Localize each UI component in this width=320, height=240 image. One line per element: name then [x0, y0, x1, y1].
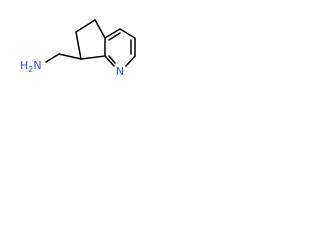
double-bond-c7a-n1 [108, 55, 116, 64]
bond-c6-c5 [75, 19, 96, 33]
amine-h: H [20, 59, 28, 72]
bond-c7-c7a [80, 55, 106, 60]
amine-label: H2N [20, 59, 42, 74]
bond-ch2-c7 [58, 53, 82, 60]
bond-c7-c6 [75, 31, 82, 60]
bond-c4-c4a [104, 28, 121, 39]
bond-c5-c4a [94, 19, 106, 39]
pyridine-ring [104, 28, 136, 67]
amine-n: N [33, 59, 41, 72]
molecule-diagram: H2N N [20, 19, 136, 78]
ring-nitrogen-label: N [116, 65, 124, 78]
amine-subscript: 2 [28, 65, 33, 74]
double-bond-c4a-c4 [108, 32, 121, 41]
bond-n-ch2 [45, 53, 60, 63]
aminomethyl-group [45, 53, 82, 63]
bond-n1-c2 [125, 55, 136, 67]
cyclopentane-ring [75, 19, 106, 60]
bond-c3-c4 [119, 28, 136, 39]
bond-c7a-n1 [104, 55, 115, 67]
